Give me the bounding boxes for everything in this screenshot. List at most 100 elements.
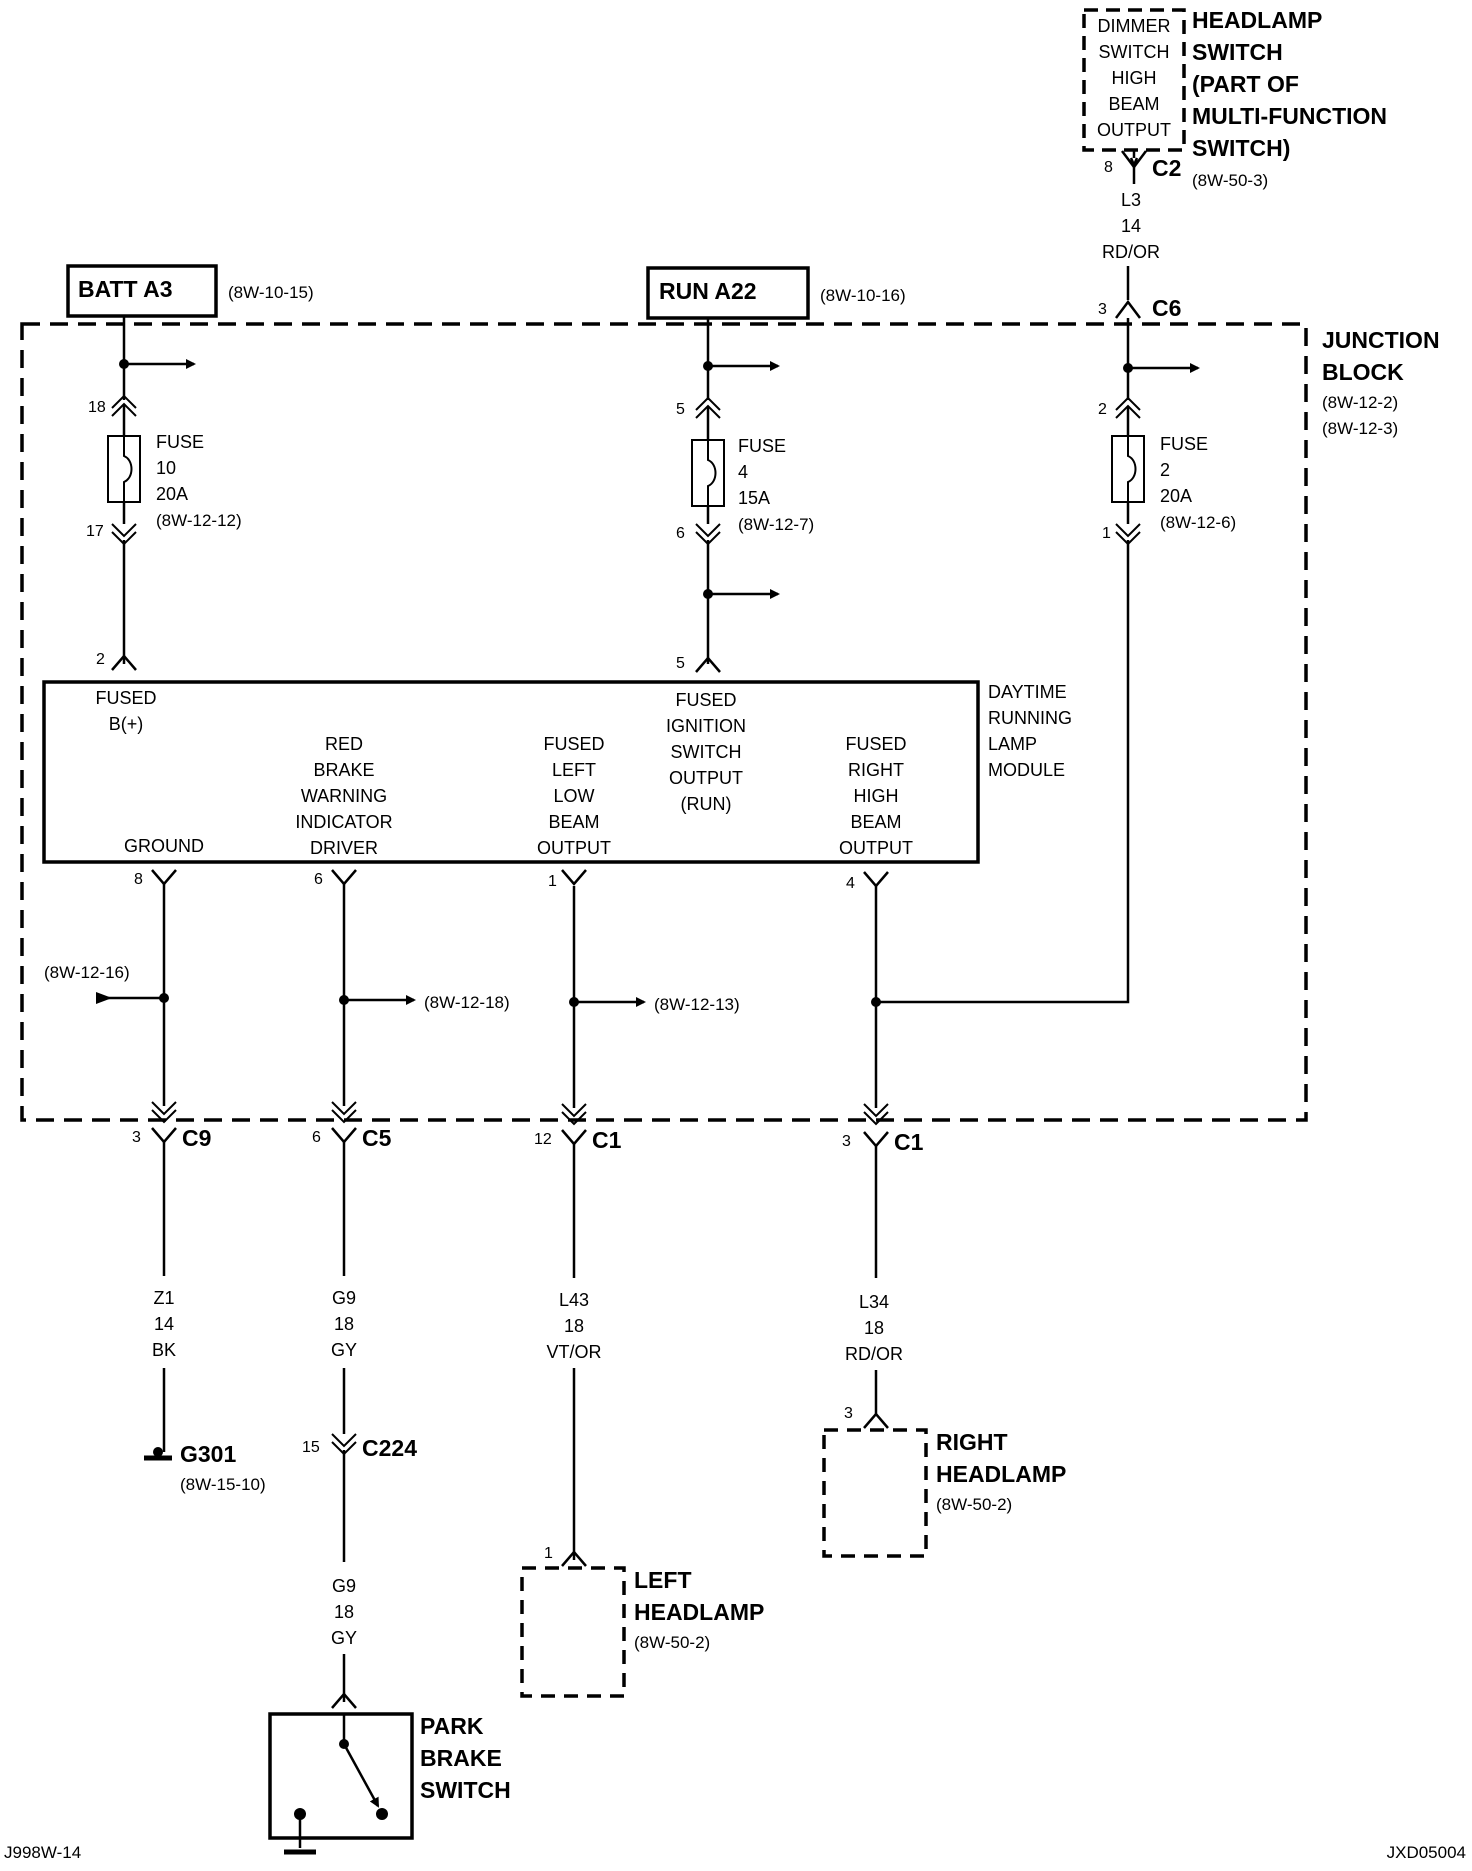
- svg-text:WARNING: WARNING: [301, 786, 387, 806]
- svg-text:(8W-50-2): (8W-50-2): [634, 1633, 710, 1652]
- svg-text:DRIVER: DRIVER: [310, 838, 378, 858]
- svg-text:RIGHT: RIGHT: [936, 1429, 1008, 1455]
- dimmer-line: OUTPUT: [1097, 120, 1171, 140]
- right-headlamp-title: RIGHT HEADLAMP (8W-50-2): [936, 1429, 1066, 1514]
- c5-connector-icon: [331, 1101, 357, 1124]
- svg-text:18: 18: [334, 1602, 354, 1622]
- run-ref: (8W-10-16): [820, 286, 906, 305]
- module-pin8-connector-icon: [151, 869, 177, 886]
- svg-text:18: 18: [334, 1314, 354, 1334]
- svg-text:SWITCH: SWITCH: [671, 742, 742, 762]
- fuse10-label: FUSE 10 20A (8W-12-12): [156, 432, 242, 530]
- svg-text:(8W-12-2): (8W-12-2): [1322, 393, 1398, 412]
- dimmer-line: SWITCH: [1099, 42, 1170, 62]
- feed-wire-color: RD/OR: [1102, 242, 1160, 262]
- wire-l43-label: L43 18 VT/OR: [546, 1290, 601, 1362]
- svg-text:BEAM: BEAM: [548, 812, 599, 832]
- dimmer-switch: DIMMER SWITCH HIGH BEAM OUTPUT: [1082, 8, 1186, 152]
- park-brake-title: PARK BRAKE SWITCH: [420, 1713, 511, 1803]
- svg-text:BLOCK: BLOCK: [1322, 359, 1404, 385]
- c1-right-connector-mark: [863, 1131, 889, 1148]
- feed-wire-gauge: 14: [1121, 216, 1141, 236]
- svg-text:OUTPUT: OUTPUT: [669, 768, 743, 788]
- svg-text:FUSE: FUSE: [738, 436, 786, 456]
- park-brake-switch-arm: [342, 1743, 380, 1808]
- svg-text:BEAM: BEAM: [850, 812, 901, 832]
- fuse2-in-pin: 2: [1098, 401, 1107, 418]
- module-pin6-label: RED BRAKE WARNING INDICATOR DRIVER: [295, 734, 392, 858]
- module-pin2: 2: [96, 651, 105, 668]
- wire-g9-label: G9 18 GY: [331, 1288, 357, 1360]
- fuse2-label: FUSE 2 20A (8W-12-6): [1160, 434, 1236, 532]
- brake-splice-ref: (8W-12-18): [424, 993, 510, 1012]
- svg-text:4: 4: [738, 462, 748, 482]
- svg-text:FUSED: FUSED: [95, 688, 156, 708]
- headlamp-switch-ref: (8W-50-3): [1192, 171, 1268, 190]
- svg-text:RUN A22: RUN A22: [659, 278, 757, 304]
- junction-block-outline: [20, 322, 1308, 1122]
- batt-source: BATT A3: [66, 264, 218, 318]
- svg-text:G9: G9: [332, 1288, 356, 1308]
- svg-text:HEADLAMP: HEADLAMP: [936, 1461, 1066, 1487]
- c9-label: C9: [182, 1125, 211, 1151]
- svg-text:HEADLAMP: HEADLAMP: [1192, 7, 1322, 33]
- svg-text:(8W-12-6): (8W-12-6): [1160, 513, 1236, 532]
- svg-text:FUSED: FUSED: [845, 734, 906, 754]
- svg-text:SWITCH: SWITCH: [1192, 39, 1283, 65]
- module-pin2-connector-icon: [111, 654, 137, 671]
- ground-label: G301: [180, 1441, 236, 1467]
- c2-label: C2: [1152, 155, 1181, 181]
- svg-text:(RUN): (RUN): [681, 794, 732, 814]
- svg-text:2: 2: [1160, 460, 1170, 480]
- svg-text:MODULE: MODULE: [988, 760, 1065, 780]
- c2-pin: 8: [1104, 159, 1113, 176]
- fuse4-in-pin: 5: [676, 401, 685, 418]
- fuse2-out-pin: 1: [1102, 525, 1111, 542]
- drl-module-title: DAYTIME RUNNING LAMP MODULE: [988, 682, 1072, 780]
- ground-splice-ref: (8W-12-16): [44, 963, 130, 982]
- left-headlamp: [520, 1566, 626, 1698]
- footer-left-code: J998W-14: [4, 1843, 81, 1862]
- right-headlamp-connector-icon: [863, 1412, 889, 1429]
- run-source: RUN A22: [646, 266, 810, 320]
- feed-wire-code: L3: [1121, 190, 1141, 210]
- right-headlamp: [822, 1428, 928, 1558]
- svg-text:HEADLAMP: HEADLAMP: [634, 1599, 764, 1625]
- left-headlamp-connector-icon: [561, 1550, 587, 1567]
- svg-text:G9: G9: [332, 1576, 356, 1596]
- svg-text:18: 18: [864, 1318, 884, 1338]
- c1-left-connector-mark: [561, 1129, 587, 1146]
- left-headlamp-pin: 1: [544, 1545, 553, 1562]
- fuse4-out-pin: 6: [676, 525, 685, 542]
- dimmer-line: BEAM: [1108, 94, 1159, 114]
- svg-text:RED: RED: [325, 734, 363, 754]
- c1-right-label: C1: [894, 1129, 924, 1155]
- module-pin4-label: FUSED RIGHT HIGH BEAM OUTPUT: [839, 734, 913, 858]
- dimmer-line: HIGH: [1112, 68, 1157, 88]
- svg-text:LEFT: LEFT: [634, 1567, 692, 1593]
- svg-text:FUSED: FUSED: [543, 734, 604, 754]
- c9-connector-mark: [151, 1127, 177, 1144]
- svg-text:BK: BK: [152, 1340, 176, 1360]
- svg-text:PARK: PARK: [420, 1713, 484, 1739]
- svg-text:B(+): B(+): [109, 714, 144, 734]
- headlamp-switch-title: HEADLAMP SWITCH (PART OF MULTI-FUNCTION …: [1192, 7, 1387, 190]
- module-pin5: 5: [676, 655, 685, 672]
- c6-pin: 3: [1098, 301, 1107, 318]
- svg-text:GY: GY: [331, 1340, 357, 1360]
- svg-text:(8W-50-2): (8W-50-2): [936, 1495, 1012, 1514]
- svg-text:(PART OF: (PART OF: [1192, 71, 1299, 97]
- svg-text:SWITCH: SWITCH: [420, 1777, 511, 1803]
- c5-pin: 6: [312, 1129, 321, 1146]
- module-pin4: 4: [846, 875, 855, 892]
- svg-text:18: 18: [564, 1316, 584, 1336]
- fuse10-in-pin: 18: [88, 399, 106, 416]
- drl-module: [42, 680, 980, 864]
- wire-l34-label: L34 18 RD/OR: [845, 1292, 903, 1364]
- junction-block-title: JUNCTION BLOCK (8W-12-2) (8W-12-3): [1322, 327, 1440, 438]
- svg-text:20A: 20A: [156, 484, 188, 504]
- svg-text:L34: L34: [859, 1292, 889, 1312]
- dimmer-line: DIMMER: [1098, 16, 1171, 36]
- svg-text:LEFT: LEFT: [552, 760, 596, 780]
- module-pin8: 8: [134, 871, 143, 888]
